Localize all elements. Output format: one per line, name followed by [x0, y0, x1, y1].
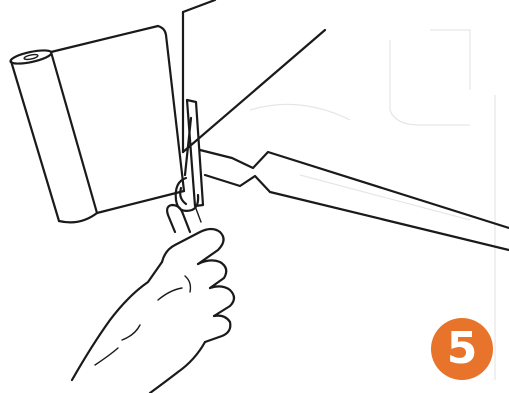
step-number-badge: 5 [431, 318, 493, 380]
paper-roll-icon [9, 26, 184, 222]
hand-icon [72, 205, 234, 393]
